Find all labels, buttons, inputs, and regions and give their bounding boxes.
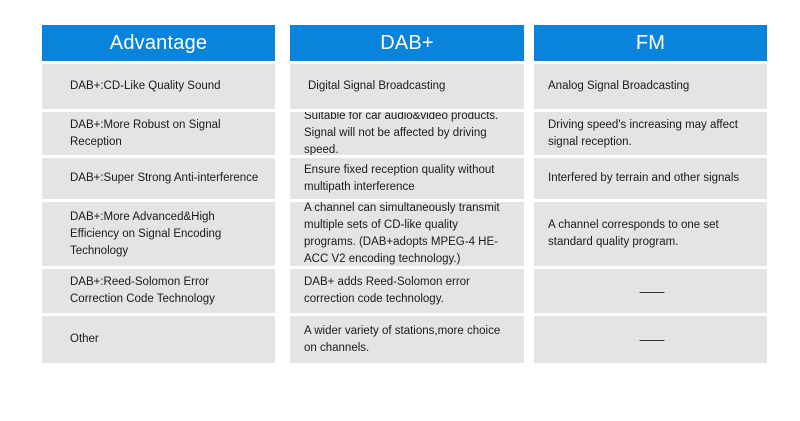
cell-text: DAB+:Super Strong Anti-interference — [70, 172, 259, 184]
cell-text: Other — [70, 333, 99, 345]
table-column-fm: FM Analog Signal Broadcasting Driving sp… — [534, 25, 767, 366]
cell-text: Suitable for car audio&video products. S… — [304, 112, 499, 155]
cell-text: Interfered by terrain and other signals — [548, 172, 740, 184]
cell-text: A channel corresponds to one set standar… — [548, 219, 719, 248]
column-header-fm: FM — [534, 25, 767, 61]
table-cell: A channel corresponds to one set standar… — [534, 202, 767, 266]
table-cell: DAB+:Super Strong Anti-interference — [42, 158, 275, 199]
table-cell-empty: —— — [534, 316, 767, 363]
table-cell: Driving speed's increasing may affect si… — [534, 112, 767, 155]
cell-text: A wider variety of stations,more choice … — [304, 324, 501, 354]
table-cell: DAB+:Reed-Solomon Error Correction Code … — [42, 269, 275, 313]
table-cell-empty: —— — [534, 269, 767, 313]
empty-dash-marker: —— — [639, 332, 665, 347]
cell-text: Driving speed's increasing may affect si… — [548, 118, 738, 148]
column-header-dab-plus: DAB+ — [290, 25, 524, 61]
cell-text: DAB+ adds Reed-Solomon error correction … — [304, 276, 470, 305]
table-cell: Analog Signal Broadcasting — [534, 64, 767, 109]
table-cell: A channel can simultaneously transmit mu… — [290, 202, 524, 266]
cell-text: DAB+:More Robust on Signal Reception — [70, 118, 221, 148]
table-cell: DAB+:CD-Like Quality Sound — [42, 64, 275, 109]
cell-text: A channel can simultaneously transmit mu… — [304, 202, 500, 265]
table-cell: DAB+:More Robust on Signal Reception — [42, 112, 275, 155]
table-column-dab-plus: DAB+ Digital Signal Broadcasting Suitabl… — [290, 25, 524, 366]
column-header-advantage: Advantage — [42, 25, 275, 61]
comparison-table: Advantage DAB+:CD-Like Quality Sound DAB… — [42, 25, 767, 366]
table-cell: Digital Signal Broadcasting — [290, 64, 524, 109]
table-cell: Ensure fixed reception quality without m… — [290, 158, 524, 199]
table-cell: DAB+ adds Reed-Solomon error correction … — [290, 269, 524, 313]
table-cell: DAB+:More Advanced&High Efficiency on Si… — [42, 202, 275, 266]
empty-dash-marker: —— — [639, 283, 665, 299]
cell-text: Digital Signal Broadcasting — [308, 80, 446, 92]
table-cell: Interfered by terrain and other signals — [534, 158, 767, 199]
cell-text: Ensure fixed reception quality without m… — [304, 163, 495, 193]
table-cell: Other — [42, 316, 275, 363]
cell-text: Analog Signal Broadcasting — [548, 80, 690, 92]
table-cell: Suitable for car audio&video products. S… — [290, 112, 524, 155]
table-column-advantage: Advantage DAB+:CD-Like Quality Sound DAB… — [42, 25, 275, 366]
cell-text: DAB+:Reed-Solomon Error Correction Code … — [70, 276, 215, 305]
table-cell: A wider variety of stations,more choice … — [290, 316, 524, 363]
cell-text: DAB+:CD-Like Quality Sound — [70, 80, 221, 92]
cell-text: DAB+:More Advanced&High Efficiency on Si… — [70, 210, 222, 257]
